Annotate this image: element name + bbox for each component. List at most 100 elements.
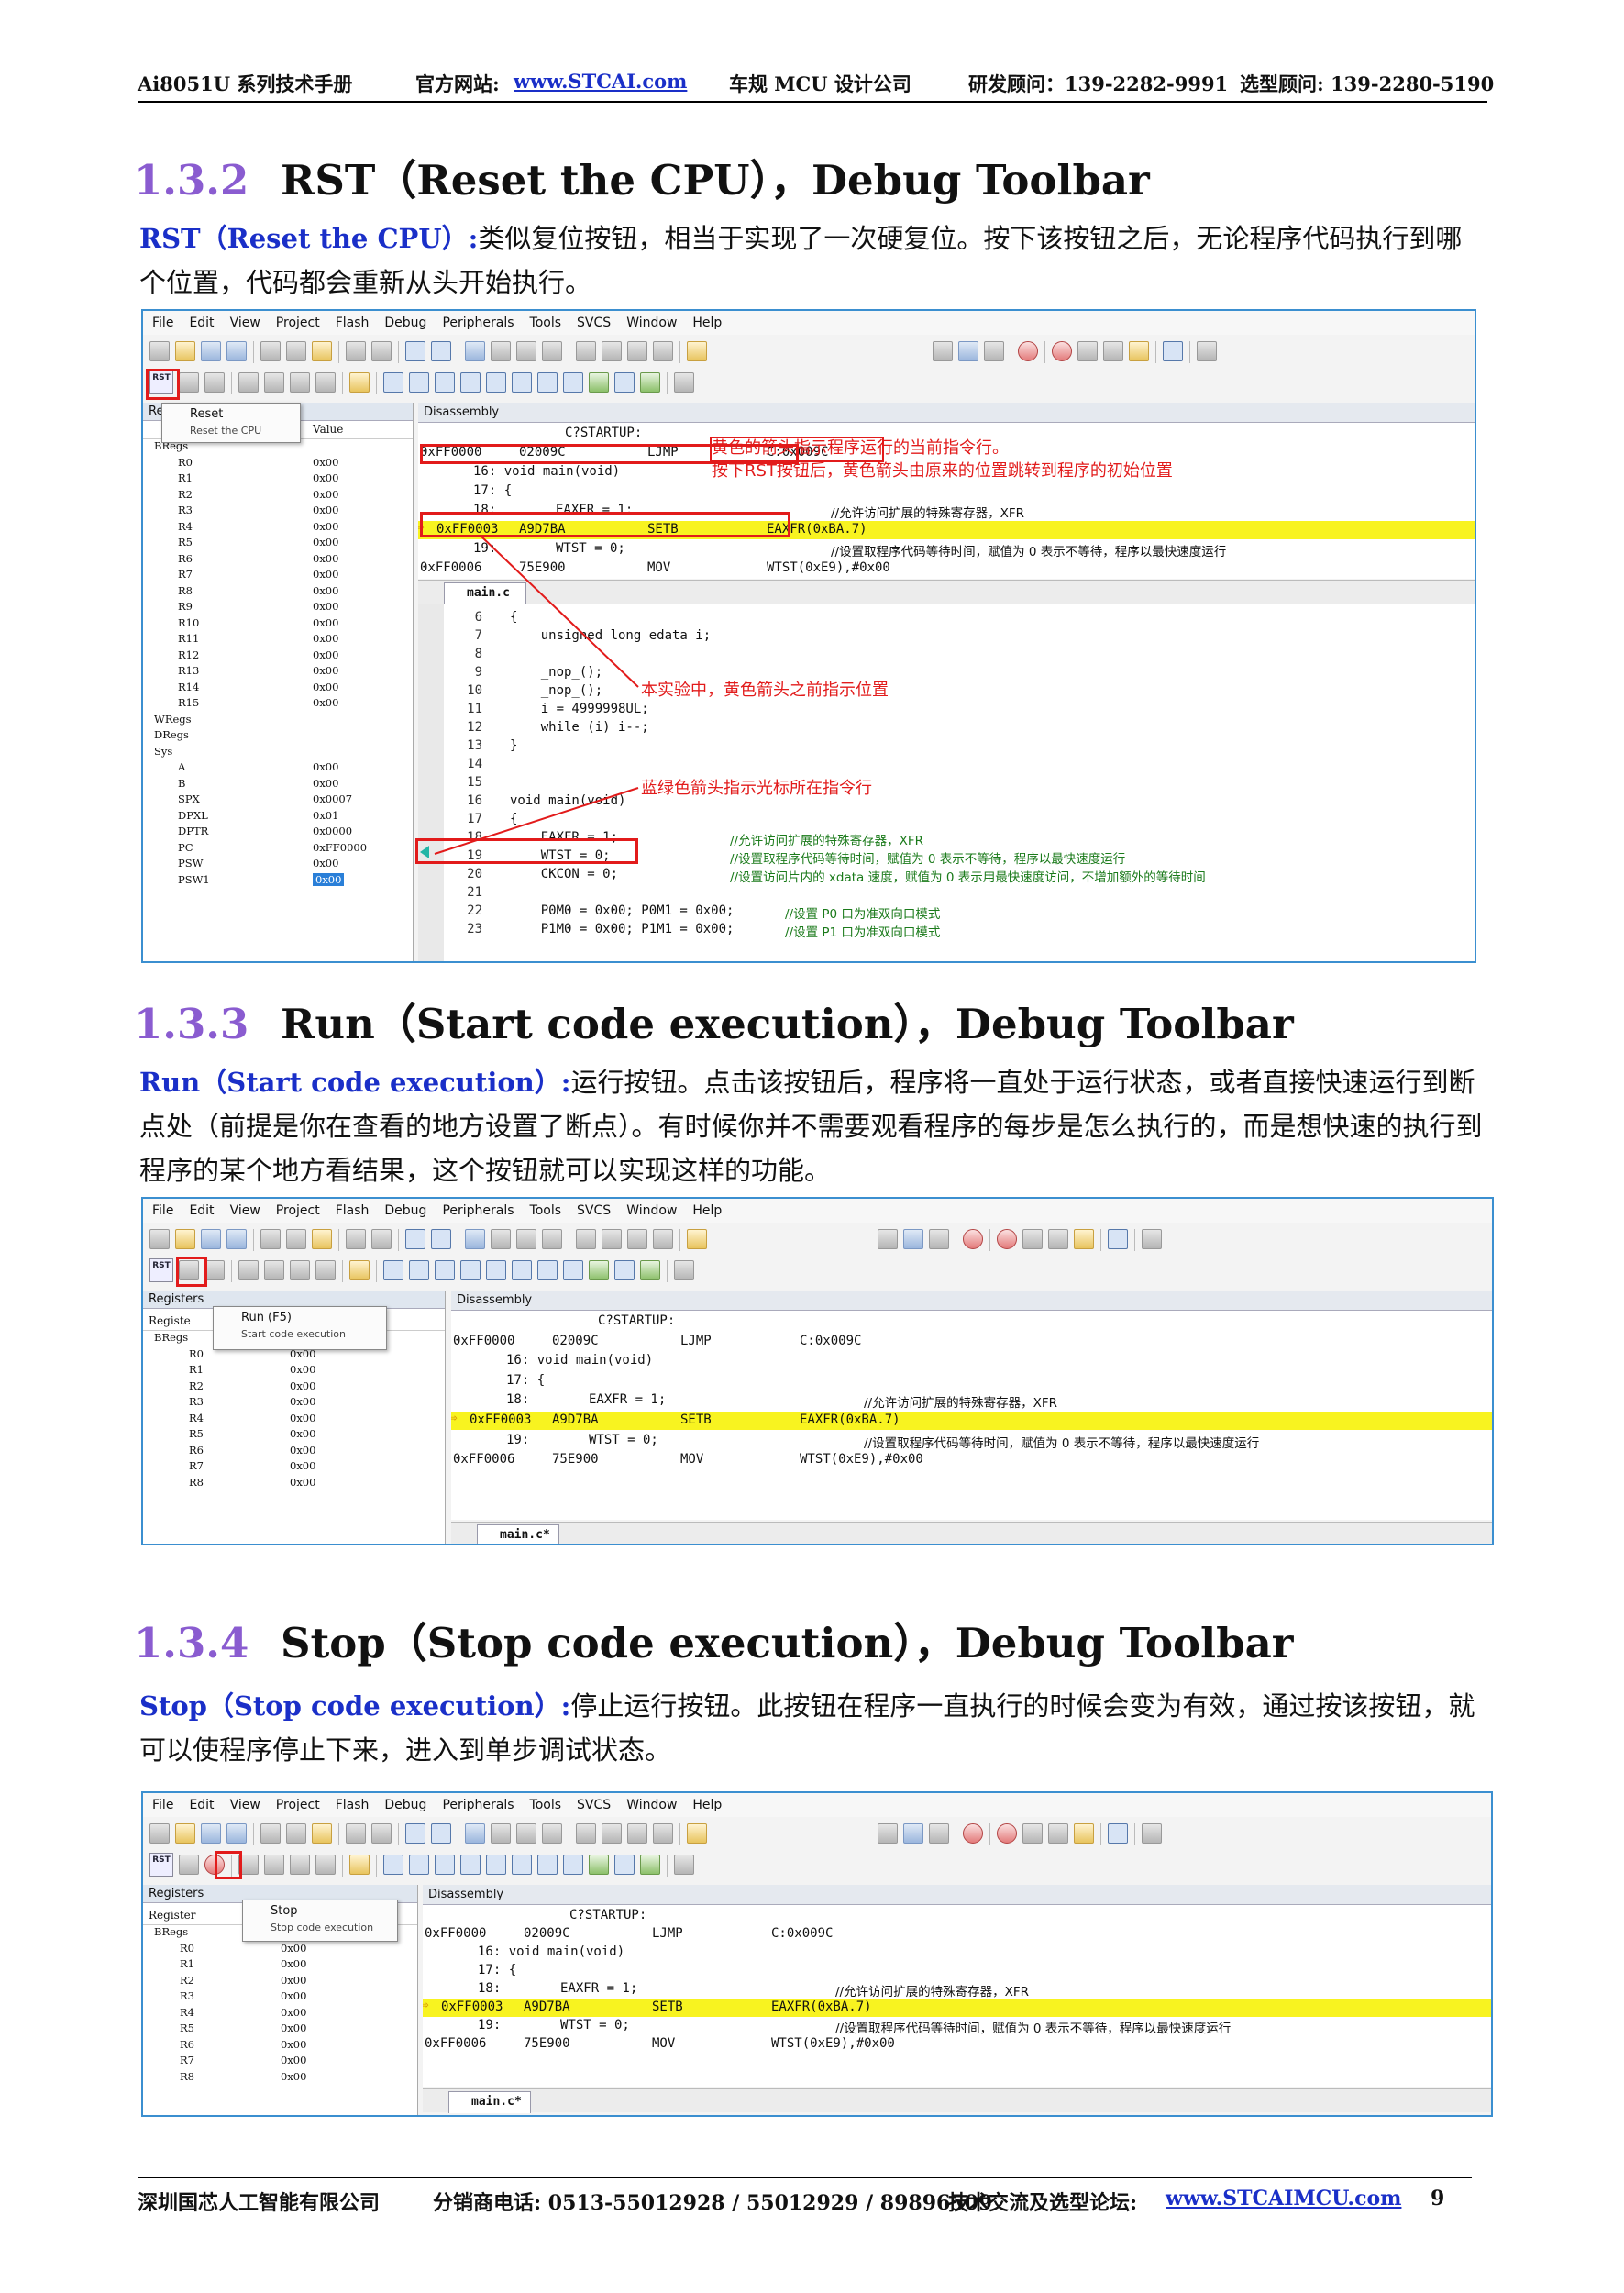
rst-button[interactable]: RST	[149, 1258, 173, 1282]
new-file-icon[interactable]	[149, 341, 170, 361]
bookmark-clear-icon[interactable]	[542, 341, 562, 361]
footer-forum-link[interactable]: www.STCAIMCU.com	[1166, 2187, 1402, 2210]
breakpoint-remove-all-icon[interactable]	[1074, 1229, 1095, 1249]
breakpoint-disable-icon[interactable]	[1022, 1823, 1044, 1844]
code-line[interactable]: 8	[418, 647, 1475, 665]
breakpoint-icon[interactable]	[997, 1229, 1018, 1249]
disassembly-line[interactable]: 19:WTST = 0;//设置取程序代码等待时间，赋值为 0 表示不等待，程序…	[418, 540, 1475, 559]
run-icon[interactable]	[179, 1260, 199, 1280]
save-icon[interactable]	[201, 341, 221, 361]
code-line[interactable]: 15	[418, 775, 1475, 793]
disassembly-line[interactable]: 16: void main(void)	[451, 1352, 1492, 1370]
code-line[interactable]: 20 CKCON = 0;//设置访问片内的 xdata 速度，赋值为 0 表示…	[418, 867, 1475, 885]
bookmark-prev-icon[interactable]	[491, 341, 511, 361]
memory-window-icon[interactable]	[537, 1855, 558, 1875]
header-site-link[interactable]: www.STCAI.com	[514, 70, 688, 93]
uncomment-icon[interactable]	[653, 341, 673, 361]
disassembly-line[interactable]: C?STARTUP:	[451, 1313, 1492, 1331]
cut-icon[interactable]	[260, 1823, 281, 1844]
breakpoint-kill-icon[interactable]	[1103, 341, 1124, 361]
rst-button[interactable]: RST	[149, 371, 173, 394]
menu-edit[interactable]: Edit	[189, 1798, 215, 1812]
bookmark-clear-icon[interactable]	[542, 1229, 562, 1249]
register-row[interactable]: BRegs	[143, 1331, 445, 1347]
bookmark-prev-icon[interactable]	[491, 1229, 511, 1249]
code-line[interactable]: 13}	[418, 738, 1475, 757]
uncomment-icon[interactable]	[653, 1229, 673, 1249]
code-line[interactable]: 21	[418, 885, 1475, 903]
code-line[interactable]: 11 i = 4999998UL;	[418, 702, 1475, 720]
code-line[interactable]: 7 unsigned long edata i;	[418, 628, 1475, 647]
bookmark-icon[interactable]	[465, 341, 485, 361]
step-over-icon[interactable]	[264, 1260, 284, 1280]
register-row[interactable]: WRegs	[143, 713, 413, 729]
config-icon[interactable]	[1142, 1229, 1163, 1249]
window-layout-icon[interactable]	[1108, 1229, 1129, 1249]
step-out-icon[interactable]	[290, 1260, 310, 1280]
symbols-window-icon[interactable]	[435, 1855, 455, 1875]
find-in-files-icon[interactable]	[687, 341, 707, 361]
redo-icon[interactable]	[371, 1229, 392, 1249]
toolbox-icon[interactable]	[674, 1855, 694, 1875]
nav-forward-icon[interactable]	[431, 341, 451, 361]
menu-debug[interactable]: Debug	[384, 1798, 427, 1812]
menu-file[interactable]: File	[152, 316, 174, 330]
menu-window[interactable]: Window	[626, 316, 678, 330]
nav-forward-icon[interactable]	[431, 1229, 451, 1249]
menu-file[interactable]: File	[152, 1798, 174, 1812]
toolbox-icon[interactable]	[674, 1260, 694, 1280]
trace-window-icon[interactable]	[614, 372, 635, 393]
zoom-icon[interactable]	[958, 341, 979, 361]
breakpoint-remove-all-icon[interactable]	[1074, 1823, 1095, 1844]
menu-window[interactable]: Window	[626, 1203, 678, 1218]
zoom-icon[interactable]	[903, 1823, 924, 1844]
tool-icon[interactable]	[929, 1229, 950, 1249]
code-line[interactable]: 23 P1M0 = 0x00; P1M1 = 0x00;//设置 P1 口为准双…	[418, 922, 1475, 940]
menu-flash[interactable]: Flash	[335, 1798, 370, 1812]
call-stack-icon[interactable]	[486, 1855, 506, 1875]
menu-view[interactable]: View	[229, 1203, 260, 1218]
breakpoint-remove-all-icon[interactable]	[1129, 341, 1150, 361]
menu-peripherals[interactable]: Peripherals	[442, 316, 514, 330]
config-icon[interactable]	[1197, 341, 1218, 361]
undo-icon[interactable]	[346, 341, 366, 361]
menu-svcs[interactable]: SVCS	[577, 316, 612, 330]
serial-window-icon[interactable]	[563, 1855, 583, 1875]
nav-forward-icon[interactable]	[431, 1823, 451, 1844]
find-in-files-icon[interactable]	[687, 1823, 707, 1844]
step-into-icon[interactable]	[238, 372, 259, 393]
indent-icon[interactable]	[576, 1823, 596, 1844]
undo-icon[interactable]	[346, 1823, 366, 1844]
disassembly-line[interactable]: 19:WTST = 0;//设置取程序代码等待时间，赋值为 0 表示不等待，程序…	[451, 1432, 1492, 1451]
nav-back-icon[interactable]	[405, 341, 425, 361]
breakpoint-kill-icon[interactable]	[1048, 1229, 1069, 1249]
disassembly-window-icon[interactable]	[409, 372, 429, 393]
zoom-icon[interactable]	[903, 1229, 924, 1249]
run-to-cursor-icon[interactable]	[315, 372, 336, 393]
menu-svcs[interactable]: SVCS	[577, 1203, 612, 1218]
memory-window-icon[interactable]	[537, 1260, 558, 1280]
disassembly-line[interactable]: 17: {	[423, 1962, 1491, 1980]
debug-session-icon[interactable]	[1018, 341, 1039, 361]
uncomment-icon[interactable]	[653, 1823, 673, 1844]
menu-project[interactable]: Project	[275, 316, 320, 330]
registers-window-icon[interactable]	[460, 1855, 481, 1875]
redo-icon[interactable]	[371, 1823, 392, 1844]
analysis-window-icon[interactable]	[589, 372, 609, 393]
debug-session-icon[interactable]	[963, 1823, 984, 1844]
bookmark-next-icon[interactable]	[516, 341, 536, 361]
